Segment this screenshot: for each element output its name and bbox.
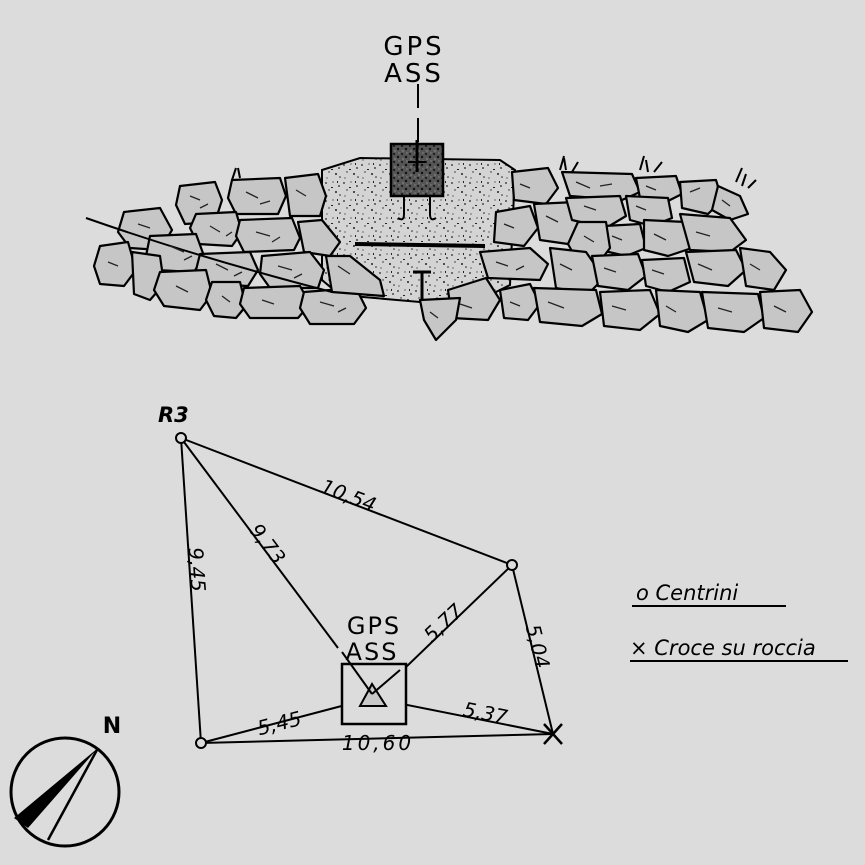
rebar-bar	[354, 242, 486, 248]
gps-station-triangle	[358, 682, 388, 707]
legend: o Centrini × Croce su roccia	[630, 581, 848, 662]
distance-east-cross: 5,04	[521, 622, 555, 671]
north-needle-icon	[14, 748, 98, 828]
distance-r3-east: 10,54	[317, 474, 379, 517]
compass-circle	[9, 736, 121, 848]
plan-station-label-line2: ASS	[346, 638, 399, 666]
distance-r3-southwest: 9,45	[183, 546, 210, 592]
benchmark-east-point	[506, 559, 518, 571]
north-label: N	[103, 714, 121, 739]
stone-wall-left	[85, 172, 386, 326]
distance-r3-station: 9,73	[245, 519, 291, 569]
plan-station-label-line1: GPS	[347, 612, 401, 640]
distance-station-cross: 5,37	[461, 697, 510, 729]
distance-station-southwest: 5,45	[255, 706, 304, 740]
distance-southwest-cross: 10,60	[342, 731, 414, 755]
legend-centrini: o Centrini	[636, 581, 738, 605]
north-arrow: N	[9, 714, 121, 848]
benchmark-r3-point	[175, 432, 187, 444]
benchmark-southwest-point	[195, 737, 207, 749]
elevation-marker-label-line1: GPS	[383, 32, 444, 62]
line-east-cross	[511, 564, 554, 735]
line-southwest-cross	[200, 733, 554, 744]
rock-cross-point	[543, 723, 563, 745]
elevation-marker-label-line2: ASS	[384, 59, 444, 89]
anchor-hook-left	[397, 196, 405, 221]
line-r3-southwest	[180, 437, 202, 744]
distance-station-east: 5,77	[419, 599, 468, 647]
legend-croce: × Croce su roccia	[630, 636, 816, 660]
plan-view: R3 GPS ASS 10,54 9,73 9,45 5,77 5,04 5,4…	[158, 403, 563, 755]
stone-wall-right	[231, 155, 814, 342]
elevation-view: GPS ASS	[85, 32, 814, 342]
r3-label: R3	[158, 403, 189, 427]
anchor-hook-right	[429, 196, 437, 221]
line-r3-east	[180, 437, 513, 566]
line-r3-station	[180, 437, 339, 649]
